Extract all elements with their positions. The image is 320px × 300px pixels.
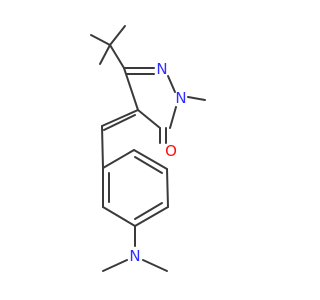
bond-tbu-me3 <box>99 44 111 65</box>
atom-o-carbonyl: O <box>165 142 177 160</box>
bond-ar4-inner <box>134 202 163 220</box>
bond-ar4 <box>134 206 169 227</box>
bond-tbu-me2 <box>109 25 126 46</box>
bond-c4-ch-b <box>103 114 136 131</box>
atom-n-methyl: N <box>175 89 186 107</box>
atom-n-ring: N <box>156 60 167 78</box>
bond-n1-c5 <box>169 106 177 129</box>
bond-tbu-c3 <box>109 44 125 69</box>
bond-ar3 <box>166 168 169 208</box>
bond-n-me-left <box>102 259 128 272</box>
bond-ar2 <box>133 149 168 170</box>
bond-c5-c4 <box>137 109 161 129</box>
bond-n1-methyl <box>187 96 206 101</box>
bond-c4-c3 <box>123 67 139 111</box>
molecule-structure-drawing: N N O N <box>90 25 206 272</box>
bond-n2-n1 <box>167 75 176 93</box>
bond-ar1 <box>102 149 135 169</box>
bond-ar2-inner <box>134 156 163 174</box>
bond-ch-phenyl <box>101 125 104 169</box>
bond-c4-ch-a <box>101 109 139 127</box>
bond-ar5 <box>102 206 136 227</box>
bond-tbu-me1 <box>90 34 111 46</box>
atom-n-amine: N <box>129 247 140 265</box>
bond-n-me-right <box>142 259 168 272</box>
